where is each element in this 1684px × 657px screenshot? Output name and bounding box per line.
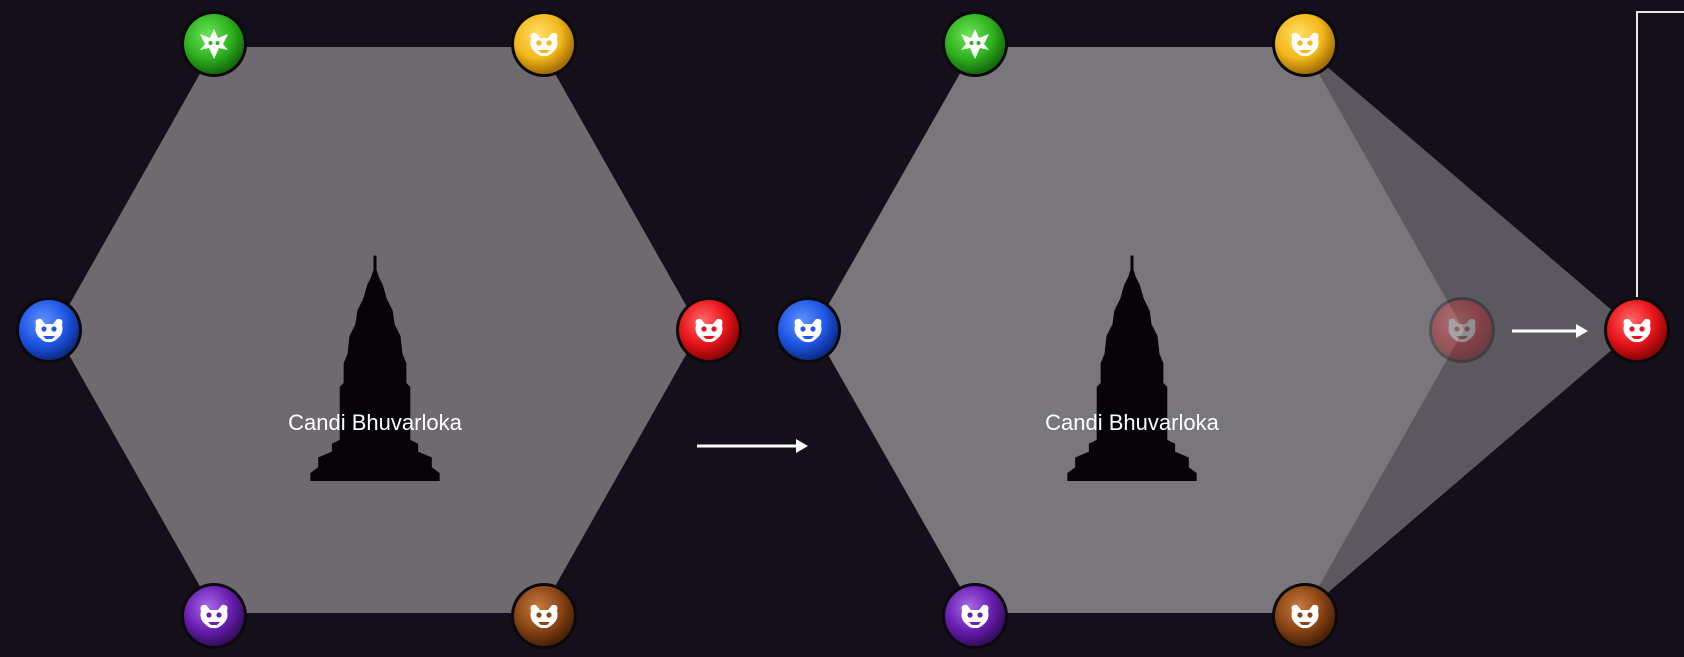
- brown-token[interactable]: [511, 583, 577, 649]
- temple-label: Candi Bhuvarloka: [1045, 410, 1219, 435]
- temple-label: Candi Bhuvarloka: [288, 410, 462, 435]
- purple-token[interactable]: [181, 583, 247, 649]
- connector-line: [1637, 12, 1684, 306]
- green-token[interactable]: [181, 11, 247, 77]
- blue-token[interactable]: [16, 297, 82, 363]
- panel-before: Candi Bhuvarloka: [16, 11, 742, 649]
- panel-after: Candi Bhuvarloka: [775, 11, 1684, 649]
- green-token[interactable]: [942, 11, 1008, 77]
- brown-token[interactable]: [1272, 583, 1338, 649]
- yellow-token[interactable]: [1272, 11, 1338, 77]
- purple-token[interactable]: [942, 583, 1008, 649]
- transition-arrow: [697, 439, 808, 453]
- red-token-ghost: [1429, 297, 1495, 363]
- red-token[interactable]: [1604, 297, 1670, 363]
- red-token[interactable]: [676, 297, 742, 363]
- blue-token[interactable]: [775, 297, 841, 363]
- yellow-token[interactable]: [511, 11, 577, 77]
